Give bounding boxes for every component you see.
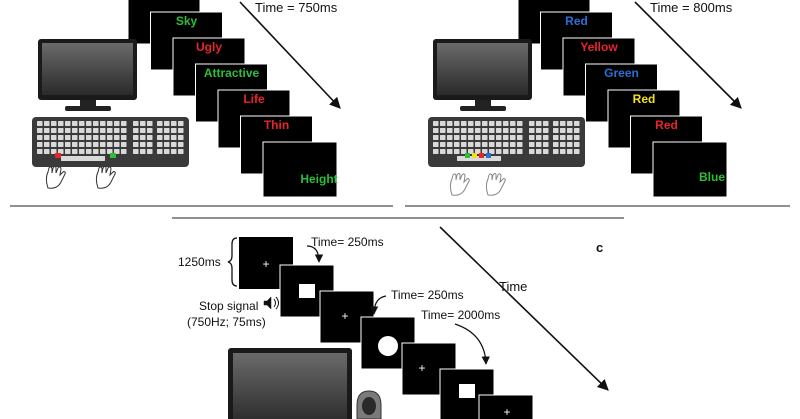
- panel_b-word-1: Yellow: [535, 0, 573, 2]
- panel_b-word-6: Red: [655, 118, 678, 132]
- timing-arrow-3: [454, 323, 490, 365]
- panel-b: YellowRedYellowGreenRedRedBlue Time = 80…: [428, 0, 742, 198]
- panel-b-time-arrow: [634, 1, 742, 109]
- panel-b-keyboard-icon: [428, 117, 585, 167]
- panel-c-monitor-icon: [228, 348, 352, 419]
- panel_b-word-2: Red: [565, 14, 588, 28]
- panel_b-word-3: Yellow: [580, 40, 618, 54]
- speaker-icon: [263, 296, 279, 310]
- panel-b-hands-icon: [450, 173, 506, 196]
- panel-b-monitor-icon: [433, 39, 532, 111]
- panel-a-stimulus-cards: FaceSkyUglyAttractiveLifeThinHeight: [127, 0, 338, 198]
- panel_b-word-5: Red: [633, 92, 656, 106]
- fixation-cross: +: [341, 309, 348, 323]
- panel-a-keyboard-icon: [32, 117, 189, 167]
- panel_a-word-4: Attractive: [204, 66, 260, 80]
- panel-a-green-response-key: [110, 153, 116, 158]
- fixation-brace: [227, 237, 238, 287]
- panel-a-time-arrow: [239, 1, 341, 109]
- panel_b-word-7: Blue: [699, 170, 725, 184]
- panel_a-card-7: Height: [262, 141, 338, 198]
- panel-a-red-response-key: [55, 153, 61, 158]
- panel-b-response-key-2: [472, 153, 477, 158]
- svg-text:+: +: [503, 405, 510, 419]
- fixation-cross: +: [262, 257, 269, 271]
- panel-c: c 1250ms + + + +: [178, 226, 609, 419]
- panel_a-word-3: Ugly: [196, 40, 222, 54]
- stop-signal-label: Stop signal: [199, 299, 258, 313]
- timing-label-3: Time= 2000ms: [421, 308, 500, 322]
- panel_b-card-7: Blue: [652, 141, 728, 198]
- panel_b-word-4: Green: [604, 66, 639, 80]
- timing-label-2: Time= 250ms: [391, 288, 464, 302]
- panel-c-label: c: [596, 240, 603, 255]
- frame-7-partial: +: [478, 394, 534, 419]
- response-device-icon: [356, 390, 382, 419]
- panel-a-timing-label: Time = 750ms: [255, 0, 338, 15]
- panel-c-time-label: Time: [499, 279, 527, 294]
- panel-b-stimulus-cards: YellowRedYellowGreenRedRedBlue: [517, 0, 728, 198]
- timing-arrow-2: [369, 295, 387, 315]
- timing-label-1: Time= 250ms: [311, 235, 384, 249]
- panel_a-word-2: Sky: [176, 14, 198, 28]
- fixation-cross: +: [418, 361, 425, 375]
- panel-a-hands-icon: [46, 166, 116, 189]
- panel-b-response-key-3: [479, 153, 484, 158]
- panel-b-timing-label: Time = 800ms: [650, 0, 733, 15]
- fixation-duration-label: 1250ms: [178, 255, 221, 269]
- panel-a-monitor-icon: [38, 39, 137, 111]
- panel-b-response-key-1: [465, 153, 470, 158]
- timing-arrow-1: [306, 245, 324, 263]
- panel-b-response-key-4: [486, 153, 491, 158]
- panel_a-word-6: Thin: [264, 118, 289, 132]
- stop-signal-params: (750Hz; 75ms): [187, 315, 266, 329]
- panel_a-word-7: Height: [300, 172, 337, 186]
- panel-a: FaceSkyUglyAttractiveLifeThinHeight Time…: [32, 0, 341, 198]
- panel_a-word-5: Life: [243, 92, 265, 106]
- panel_a-word-1: Face: [150, 0, 178, 2]
- panel-c-time-arrow: [439, 226, 609, 391]
